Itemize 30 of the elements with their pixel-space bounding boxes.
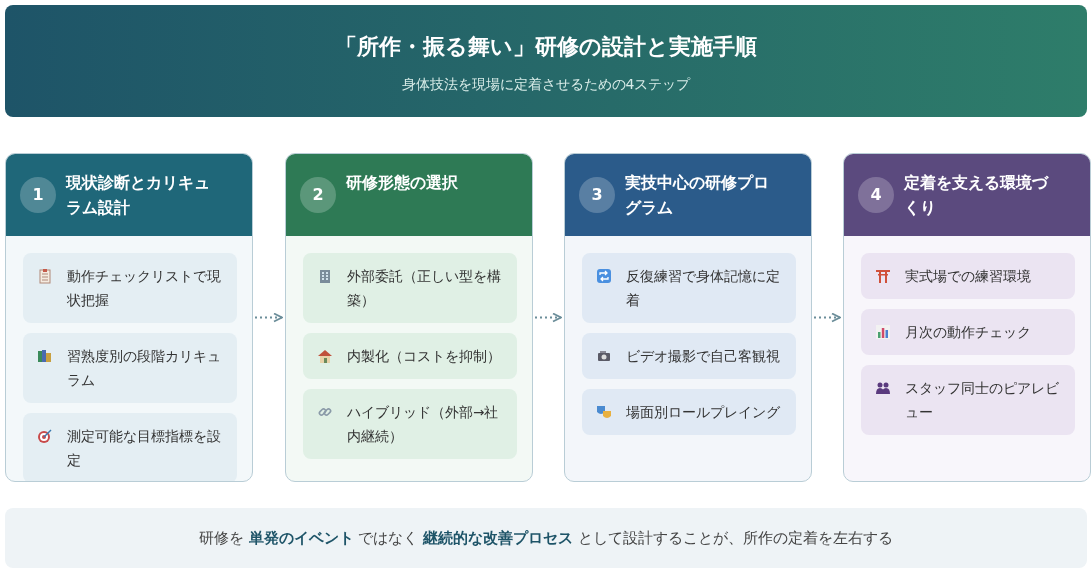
card-heading: 実技中心の研修プログラム: [625, 172, 770, 219]
card-heading: 定着を支える環境づくり: [904, 172, 1050, 219]
item-card: 反復練習で身体記憶に定着: [582, 253, 796, 323]
item-card: ビデオ撮影で自己客観視: [582, 333, 796, 379]
step-card: [285, 153, 533, 482]
item-card: 動作チェックリストで現状把握: [23, 253, 237, 323]
arrow: [534, 312, 562, 323]
item-card: 外部委託（正しい型を構築）: [303, 253, 517, 323]
step-number: 1: [20, 177, 56, 213]
item-card: 場面別ロールプレイング: [582, 389, 796, 435]
item-card: 実式場での練習環境: [861, 253, 1075, 299]
step-card: [564, 153, 812, 482]
item-card: 測定可能な目標指標を設定: [23, 413, 237, 481]
note-text: 研修を 単発のイベント ではなく 継続的な改善プロセス として設計することが、所作の定着を左右する: [197, 529, 895, 548]
card-heading: 現状診断とカリキュラム設計: [66, 172, 211, 219]
item-card: 習熟度別の段階カリキュラム: [23, 333, 237, 403]
arrow: [813, 312, 841, 323]
step-card: [5, 153, 253, 482]
card-heading: 研修形態の選択: [346, 172, 459, 194]
title: 「所作・振る舞い」研修の設計と実施手順: [334, 33, 758, 61]
item-card: 月次の動作チェック: [861, 309, 1075, 355]
step-card: [843, 153, 1091, 482]
step-number: 3: [579, 177, 615, 213]
subtitle: 身体技法を現場に定着させるための4ステップ: [400, 76, 692, 94]
item-card: ハイブリッド（外部→社内継続）: [303, 389, 517, 459]
item-card: 内製化（コストを抑制）: [303, 333, 517, 379]
arrow: [254, 312, 283, 323]
item-card: スタッフ同士のピアレビュー: [861, 365, 1075, 435]
step-number: 2: [300, 177, 336, 213]
step-number: 4: [858, 177, 894, 213]
